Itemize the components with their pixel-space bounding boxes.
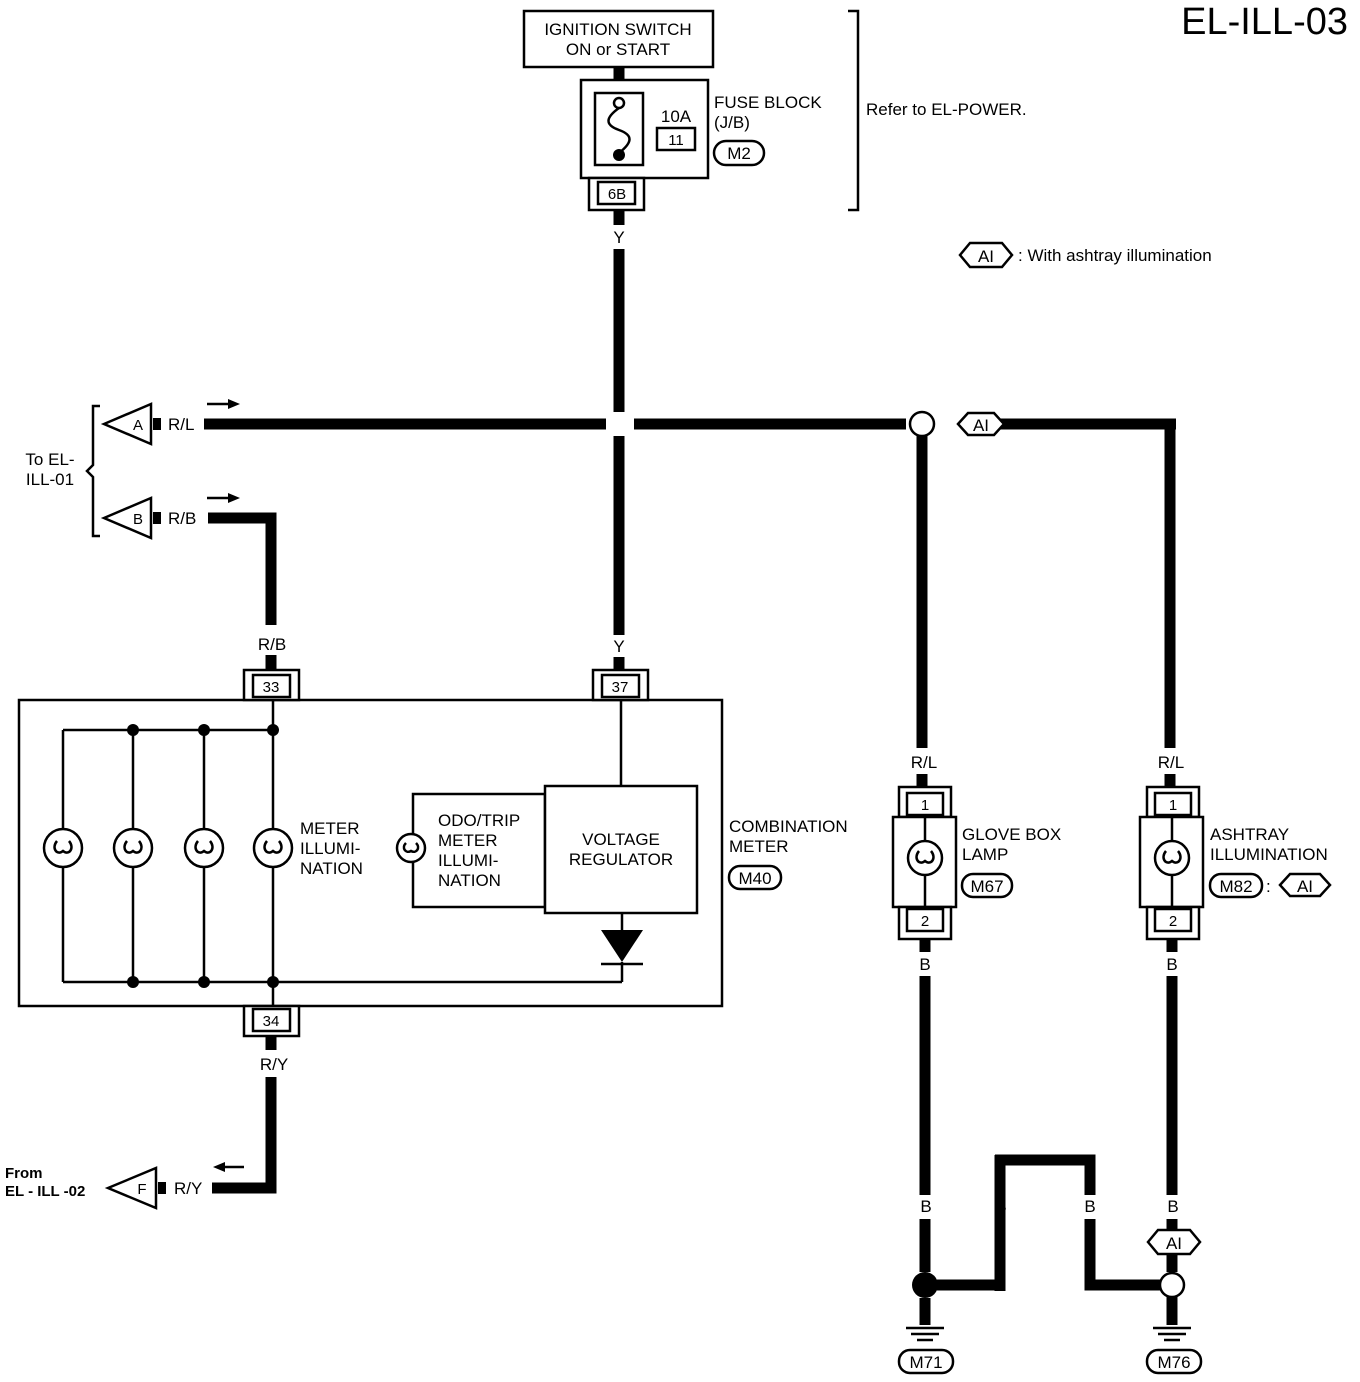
svg-text:6B: 6B bbox=[608, 186, 626, 203]
to-label-line1: To EL- bbox=[25, 450, 74, 469]
ai-marker-top: AI bbox=[956, 411, 1006, 437]
svg-text:10A: 10A bbox=[661, 107, 692, 126]
ashtray-condition-ai: AI bbox=[1297, 877, 1313, 896]
wire-rl-glove: R/L bbox=[911, 753, 937, 772]
glove-box-label: GLOVE BOX bbox=[962, 825, 1061, 844]
bulb-icon bbox=[42, 827, 84, 869]
splice-rl bbox=[908, 410, 936, 438]
to-label-line2: ILL-01 bbox=[26, 470, 74, 489]
wire-b-2: B bbox=[995, 1197, 1006, 1216]
svg-text:LAMP: LAMP bbox=[962, 845, 1008, 864]
from-label-line1: From bbox=[5, 1165, 43, 1182]
connector-a: A R/L bbox=[100, 399, 240, 446]
svg-text:METER: METER bbox=[438, 831, 498, 850]
connector-f: F R/Y bbox=[104, 1162, 244, 1210]
wire-b-4: B bbox=[1167, 1197, 1178, 1216]
terminal-34: 34 bbox=[263, 1013, 280, 1030]
svg-text:ILLUMINATION: ILLUMINATION bbox=[1210, 845, 1328, 864]
svg-text:R/L: R/L bbox=[168, 415, 194, 434]
svg-text:A: A bbox=[133, 417, 143, 434]
svg-text:VOLTAGE: VOLTAGE bbox=[582, 830, 660, 849]
ground-m76: M76 bbox=[1157, 1353, 1190, 1372]
refer-note: Refer to EL-POWER. bbox=[866, 100, 1027, 119]
combination-meter: 33 37 34 bbox=[17, 668, 724, 1038]
svg-text:AI: AI bbox=[973, 416, 989, 435]
svg-text:: With ashtray illumination: : With ashtray illumination bbox=[1018, 246, 1212, 265]
fuse-terminal-6b: 6B bbox=[587, 176, 646, 212]
bulb-icon bbox=[395, 832, 427, 864]
svg-text:NATION: NATION bbox=[300, 859, 363, 878]
wire-rl-ashtray: R/L bbox=[1158, 753, 1184, 772]
svg-text:AI: AI bbox=[978, 247, 994, 266]
svg-text:R/Y: R/Y bbox=[174, 1179, 202, 1198]
svg-text:2: 2 bbox=[1169, 913, 1177, 930]
wire-ry-34: R/Y bbox=[260, 1055, 288, 1074]
wire-b-ashtray: B bbox=[1166, 955, 1177, 974]
connector-m40: M40 bbox=[738, 869, 771, 888]
fuse-block: 10A 11 FUSE BLOCK (J/B) M2 bbox=[579, 78, 822, 180]
svg-text:FUSE BLOCK: FUSE BLOCK bbox=[714, 93, 822, 112]
refer-bracket bbox=[848, 9, 860, 212]
svg-text:1: 1 bbox=[921, 797, 929, 814]
svg-text:AI: AI bbox=[1166, 1234, 1182, 1253]
wire-b-3: B bbox=[1084, 1197, 1095, 1216]
ground-splice-m76 bbox=[1158, 1271, 1186, 1299]
wire-b-glove: B bbox=[919, 955, 930, 974]
svg-text:2: 2 bbox=[921, 913, 929, 930]
connector-b: B R/B bbox=[100, 493, 240, 540]
svg-text:F: F bbox=[137, 1181, 146, 1198]
svg-text:REGULATOR: REGULATOR bbox=[569, 850, 673, 869]
bulb-icon bbox=[112, 827, 154, 869]
svg-text:11: 11 bbox=[668, 132, 684, 149]
svg-text:ILLUMI-: ILLUMI- bbox=[438, 851, 498, 870]
ground-icon bbox=[906, 1298, 944, 1342]
terminal-37: 37 bbox=[612, 679, 629, 696]
ground-icon bbox=[1153, 1297, 1191, 1342]
from-label-line2: EL - ILL -02 bbox=[5, 1183, 85, 1200]
diagram-id: EL-ILL-03 bbox=[1181, 1, 1348, 43]
svg-text:(J/B): (J/B) bbox=[714, 113, 750, 132]
wire-y-37: Y bbox=[613, 637, 624, 656]
ignition-switch: IGNITION SWITCH ON or START bbox=[522, 9, 715, 69]
svg-text:B: B bbox=[133, 511, 143, 528]
ashtray-illumination: 1 2 bbox=[1138, 785, 1205, 941]
bulb-icon bbox=[183, 827, 225, 869]
ai-marker-bottom: AI bbox=[1146, 1228, 1202, 1256]
terminal-33: 33 bbox=[263, 679, 280, 696]
svg-text:NATION: NATION bbox=[438, 871, 501, 890]
bulb-icon bbox=[252, 827, 294, 869]
fuse-connector-m2: M2 bbox=[727, 144, 751, 163]
glove-box-lamp: 1 2 bbox=[891, 785, 958, 941]
wire-y-top: Y bbox=[613, 228, 624, 247]
ground-m71: M71 bbox=[909, 1353, 942, 1372]
ground-splice-m71 bbox=[912, 1272, 938, 1298]
ashtray-label: ASHTRAY bbox=[1210, 825, 1289, 844]
svg-text:R/B: R/B bbox=[168, 509, 196, 528]
to-bracket bbox=[85, 404, 100, 538]
svg-text:IGNITION SWITCH: IGNITION SWITCH bbox=[544, 20, 691, 39]
connector-m82: M82 bbox=[1219, 877, 1252, 896]
svg-text:ON or START: ON or START bbox=[566, 40, 670, 59]
connector-m67: M67 bbox=[970, 877, 1003, 896]
wire-b-1: B bbox=[920, 1197, 931, 1216]
meter-illumination-label: METER bbox=[300, 819, 360, 838]
svg-text:1: 1 bbox=[1169, 797, 1177, 814]
combination-meter-label: COMBINATION bbox=[729, 817, 848, 836]
svg-text:ODO/TRIP: ODO/TRIP bbox=[438, 811, 520, 830]
svg-text::: : bbox=[1266, 877, 1271, 896]
svg-text:METER: METER bbox=[729, 837, 789, 856]
svg-text:ILLUMI-: ILLUMI- bbox=[300, 839, 360, 858]
diode-icon bbox=[601, 930, 643, 982]
legend-ai: AI : With ashtray illumination bbox=[958, 241, 1212, 269]
wire-rb-33: R/B bbox=[258, 635, 286, 654]
